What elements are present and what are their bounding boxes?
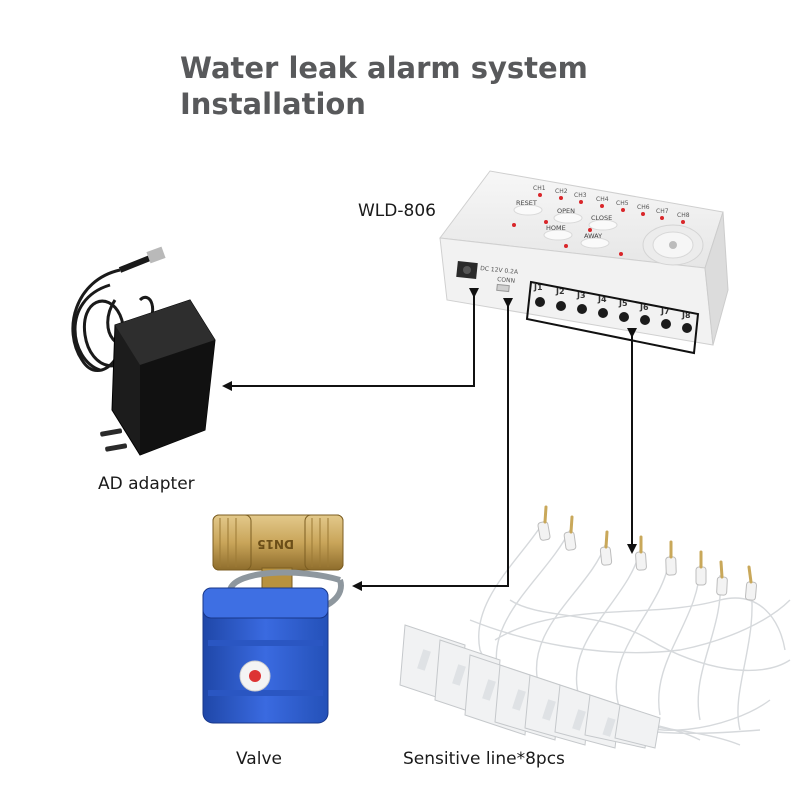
page-title: Water leak alarm system Installation: [180, 50, 588, 122]
title-line-2: Installation: [180, 87, 366, 121]
conn-port: [496, 283, 510, 293]
jack-label-3: J3: [576, 291, 586, 300]
valve-marking: DN15: [257, 537, 294, 551]
sensor-label: Sensitive line*8pcs: [403, 749, 565, 769]
connection-arrows: [222, 288, 637, 591]
jack-label-5: J5: [618, 299, 628, 308]
sensor-lines: [399, 505, 791, 749]
jack-label-1: J1: [533, 283, 543, 292]
channel-label-1: CH1: [533, 185, 546, 192]
button-close-label: CLOSE: [591, 214, 612, 222]
button-reset-label: RESET: [516, 199, 537, 207]
power-adapter: [71, 246, 216, 456]
jack-label-4: J4: [597, 295, 607, 304]
title-line-1: Water leak alarm system: [180, 51, 588, 85]
channel-label-2: CH2: [555, 188, 568, 195]
conn-label: CONN: [497, 276, 516, 285]
valve-label: Valve: [236, 749, 282, 769]
adapter-label: AD adapter: [98, 474, 195, 494]
sensor-jacks: [535, 297, 692, 333]
channel-label-4: CH4: [596, 196, 609, 203]
jack-label-7: J7: [660, 307, 670, 316]
sensor-probe-slots: [417, 649, 616, 737]
jack-label-8: J8: [681, 311, 691, 320]
channel-label-8: CH8: [677, 212, 690, 219]
motorized-valve: DN15: [202, 514, 344, 724]
channel-leds: [512, 193, 685, 256]
adapter-connection-arrow: [222, 288, 479, 391]
controller-label: WLD-806: [358, 201, 436, 221]
sensor-plugs: [537, 505, 758, 601]
channel-label-3: CH3: [574, 192, 587, 199]
valve-connection-arrow: [352, 298, 513, 591]
jacks-highlight-box: [525, 280, 700, 355]
jack-label-2: J2: [555, 287, 565, 296]
sensor-probes: [399, 624, 661, 749]
button-home-label: HOME: [546, 224, 566, 232]
channel-label-5: CH5: [616, 200, 629, 207]
channel-label-7: CH7: [656, 208, 669, 215]
channel-label-6: CH6: [637, 204, 650, 211]
jack-label-6: J6: [639, 303, 649, 312]
power-label: DC 12V 0.2A: [480, 265, 519, 276]
button-open-label: OPEN: [557, 207, 575, 215]
button-away-label: AWAY: [584, 232, 602, 240]
controller-device: RESET OPEN CLOSE HOME AWAY CH1 CH2 CH3 C…: [439, 170, 729, 355]
